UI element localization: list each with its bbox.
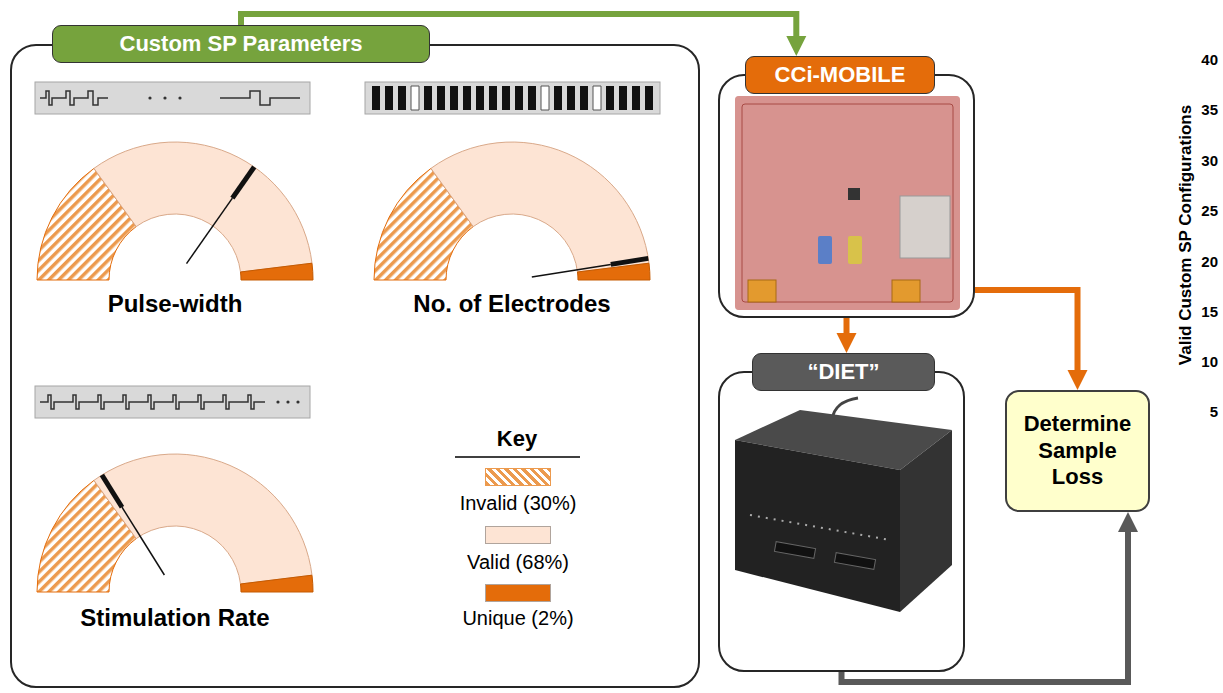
- legend-label: Unique (2%): [398, 607, 638, 630]
- gauge-label: No. of Electrodes: [352, 290, 672, 318]
- panel-tab: “DIET”: [752, 353, 935, 391]
- process-box: Determine Sample Loss: [1005, 390, 1150, 512]
- axis-tick: 30: [1178, 152, 1218, 169]
- ellipsis-dot: [163, 96, 166, 99]
- pcb-part: [848, 236, 862, 264]
- pulse-width-icon: [35, 82, 310, 114]
- legend-swatch: [485, 468, 551, 486]
- pulse-train: [40, 91, 108, 105]
- gauge-marker: [611, 258, 649, 264]
- panel-tab: Custom SP Parameters: [52, 25, 430, 63]
- electrode-icon: [365, 82, 660, 114]
- ellipsis-dot: [286, 400, 289, 403]
- active-electrodes: [372, 86, 653, 110]
- pulse-train: [40, 395, 265, 409]
- gauge-unique: [241, 575, 314, 592]
- axis-tick: 10: [1178, 353, 1218, 370]
- flow-arrow: [844, 318, 850, 341]
- axis-tick: 40: [1178, 51, 1218, 68]
- axis-tick: 15: [1178, 303, 1218, 320]
- axis-title: Valid Custom SP Configurations: [1176, 105, 1196, 365]
- axis-tick: 25: [1178, 202, 1218, 219]
- gauge-marker: [232, 167, 254, 198]
- gauge-valid: [94, 454, 312, 584]
- icon-frame: [35, 82, 310, 114]
- icon-frame: [35, 386, 310, 418]
- inactive-electrodes: [411, 86, 601, 110]
- gauge-valid: [431, 142, 649, 272]
- device-port: [834, 553, 875, 570]
- gauge: [37, 142, 313, 280]
- box-label: Determine Sample Loss: [1015, 411, 1140, 490]
- pulse-train: [220, 91, 300, 105]
- gauge: [37, 454, 313, 592]
- device-port: [774, 542, 815, 559]
- device-side: [900, 430, 952, 612]
- gauge-needle: [532, 264, 611, 277]
- device-front: [735, 440, 900, 612]
- gauge: [374, 142, 650, 280]
- pcb-edge: [742, 104, 953, 302]
- legend-swatch: [485, 584, 551, 602]
- ellipsis-dot: [148, 96, 151, 99]
- gauge-label: Stimulation Rate: [15, 604, 335, 632]
- stimulation-rate-icon: [35, 386, 310, 418]
- pcb-module: [900, 196, 950, 258]
- axis-tick: 20: [1178, 253, 1218, 270]
- device-ports: [750, 515, 890, 540]
- pcb: [735, 96, 960, 310]
- panel-box: “DIET”: [718, 371, 965, 672]
- gauge-label: Pulse-width: [15, 290, 335, 318]
- gauge-marker: [102, 475, 122, 507]
- ellipsis-dot: [178, 96, 181, 99]
- pcb-part: [818, 236, 832, 264]
- gauge-needle: [187, 198, 233, 264]
- cci-mobile-board: [735, 96, 960, 310]
- panel-box: CCi-MOBILE: [718, 74, 975, 318]
- pcb-chip: [848, 188, 860, 200]
- panel-tab: CCi-MOBILE: [745, 56, 935, 94]
- flow-arrow: [842, 524, 1129, 682]
- flow-arrow: [975, 290, 1078, 378]
- pcb-connector: [892, 280, 920, 302]
- key-rule: [455, 456, 580, 458]
- legend-label: Valid (68%): [398, 551, 638, 574]
- gauge-valid: [94, 142, 312, 272]
- legend-swatch: [485, 526, 551, 544]
- icon-frame: [365, 82, 660, 114]
- gauge-needle: [122, 507, 164, 575]
- panel-box: Custom SP Parameters: [10, 44, 700, 688]
- diet-device: [735, 398, 952, 612]
- axis-tick: 5: [1178, 403, 1218, 420]
- gauge-unique: [241, 263, 314, 280]
- ellipsis-dot: [296, 400, 299, 403]
- axis-tick: 35: [1178, 101, 1218, 118]
- pcb-connector: [748, 280, 776, 302]
- legend-heading: Key: [357, 426, 677, 451]
- ellipsis-dot: [276, 400, 279, 403]
- pcb-sheen: [735, 96, 960, 310]
- legend-label: Invalid (30%): [398, 492, 638, 515]
